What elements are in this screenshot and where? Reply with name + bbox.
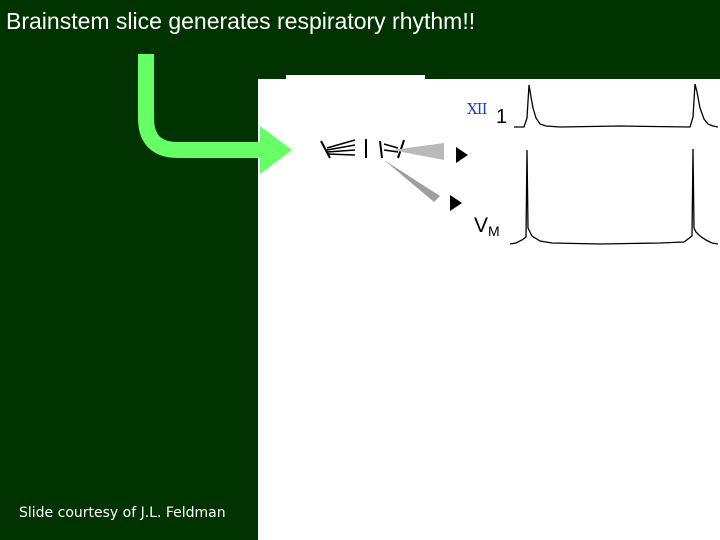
slide-title: Brainstem slice generates respiratory rh… [6, 8, 476, 34]
vm-trace [509, 148, 719, 245]
vm-label: VM [474, 214, 500, 239]
slice-schematic [320, 139, 405, 159]
trace-arrowhead-lower [450, 195, 462, 211]
green-arrow [138, 54, 292, 174]
vm-label-main: V [474, 214, 489, 237]
xii-nerve-trace [514, 83, 719, 128]
slide-credit: Slide courtesy of J.L. Feldman [19, 505, 226, 521]
figure-panel [258, 79, 720, 540]
electrode-cone-lower [384, 160, 440, 202]
electrode-cone-upper [392, 143, 444, 160]
vm-label-subscript: M [488, 223, 500, 239]
xii-index-label: 1 [496, 106, 508, 128]
xii-label: XII [467, 100, 488, 118]
trace-arrowhead-upper [456, 147, 468, 163]
figure-notch [286, 75, 425, 81]
